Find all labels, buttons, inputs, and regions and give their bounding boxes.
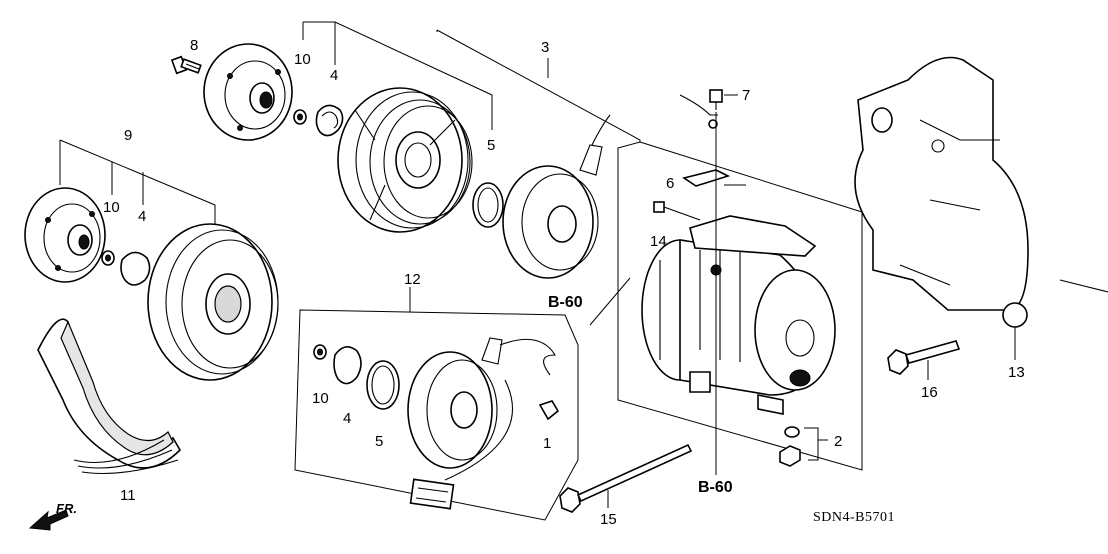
callout-16: 16 [921, 384, 938, 401]
kit-washer-10 [313, 344, 327, 360]
left-shim-4 [120, 251, 151, 286]
callout-15: 15 [600, 511, 617, 528]
kit-connector [409, 478, 455, 510]
clutch-hub-plate-left [24, 187, 106, 283]
bracket-6 [682, 169, 731, 187]
b60-left-leader [589, 277, 631, 326]
clutch-hub-plate-top [203, 43, 293, 141]
field-coil-top [502, 114, 611, 279]
top-pulley-bracket [302, 21, 493, 130]
kit-terminal-1 [538, 400, 560, 421]
bolt-14 [653, 201, 701, 221]
pulley-top [337, 87, 473, 233]
callout-3: 3 [541, 39, 549, 56]
callout-14: 14 [650, 233, 667, 250]
top-washer-10 [293, 109, 307, 125]
kit-snap-ring-5 [366, 360, 400, 410]
bolt-15 [559, 443, 693, 513]
callout-10-top: 10 [294, 51, 311, 68]
callout-1: 1 [543, 435, 551, 452]
direction-label: FR. [56, 501, 77, 516]
kit-field-coil [407, 337, 556, 481]
group-9-bracket [59, 139, 216, 225]
pulley-left [147, 223, 279, 381]
callout-8: 8 [190, 37, 198, 54]
drive-belt-11 [37, 318, 182, 474]
callout-9: 9 [124, 127, 132, 144]
callout-10-left: 10 [103, 199, 120, 216]
callout-7: 7 [742, 87, 750, 104]
bolt-8 [170, 55, 202, 75]
callout-11: 11 [120, 487, 136, 504]
left-washer-10 [101, 250, 115, 266]
front-direction-arrow [28, 509, 69, 531]
top-snap-ring-5 [472, 182, 504, 228]
group-3-bracket [436, 29, 863, 471]
reference-b60-bottom: B-60 [698, 479, 733, 496]
callout-6: 6 [666, 175, 674, 192]
callout-4-kit: 4 [343, 410, 351, 427]
reference-b60-left: B-60 [548, 294, 583, 311]
compressor [641, 215, 836, 415]
callout-2: 2 [834, 433, 842, 450]
group-12-kit-box [294, 287, 579, 521]
callout-4-top: 4 [330, 67, 338, 84]
top-shim-4 [315, 104, 344, 137]
bracket-13 [854, 56, 1108, 360]
nut-2 [779, 426, 828, 467]
bolt-16 [887, 340, 961, 380]
kit-shim-4 [333, 346, 362, 385]
callout-10-kit: 10 [312, 390, 329, 407]
callout-4-left: 4 [138, 208, 146, 225]
diagram-code: SDN4-B5701 [813, 510, 895, 525]
callout-13: 13 [1008, 364, 1025, 381]
callout-5-top: 5 [487, 137, 495, 154]
callout-12: 12 [404, 271, 421, 288]
bolt-7 [679, 89, 738, 129]
callout-5-kit: 5 [375, 433, 383, 450]
